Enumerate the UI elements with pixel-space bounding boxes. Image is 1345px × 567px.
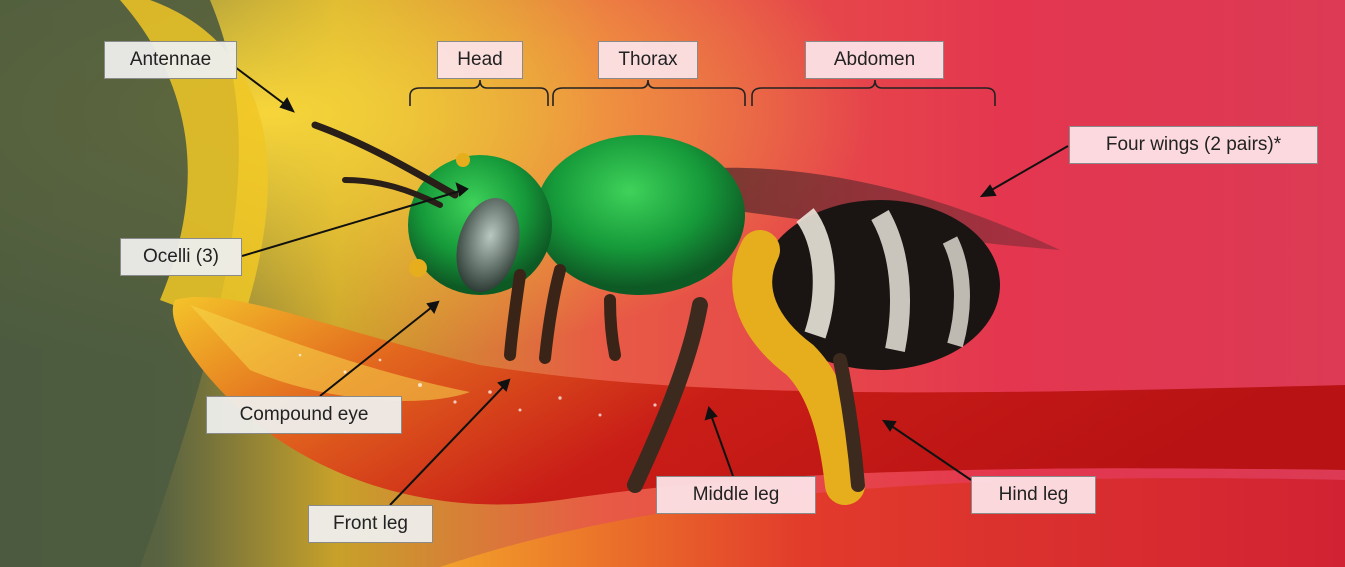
middle-leg-label: Middle leg — [656, 476, 816, 514]
thorax-label: Thorax — [598, 41, 698, 79]
wings-label: Four wings (2 pairs)* — [1069, 126, 1318, 164]
antennae-label: Antennae — [104, 41, 237, 79]
hind-leg-label: Hind leg — [971, 476, 1096, 514]
abdomen-label: Abdomen — [805, 41, 944, 79]
ocelli-label: Ocelli (3) — [120, 238, 242, 276]
compound-eye-label: Compound eye — [206, 396, 402, 434]
head-label: Head — [437, 41, 523, 79]
front-leg-label: Front leg — [308, 505, 433, 543]
